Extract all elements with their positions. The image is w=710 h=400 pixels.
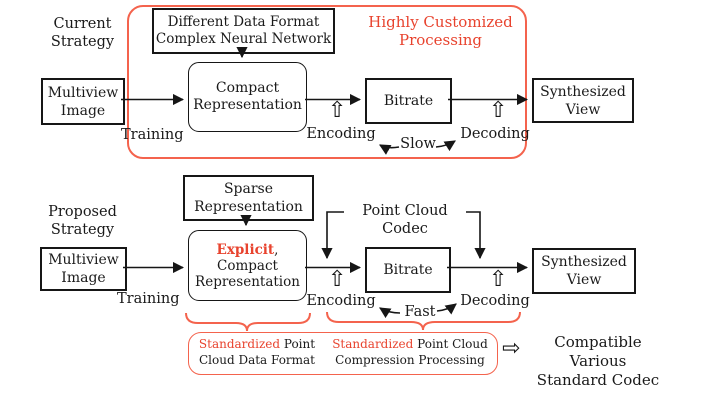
encoding-label-2: Encoding bbox=[306, 293, 376, 309]
current-strategy-container bbox=[127, 5, 527, 159]
standardized-notes-box bbox=[188, 332, 498, 375]
bitrate-box-2: Bitrate bbox=[365, 247, 451, 293]
encoding-up-arrow-icon: ⇧ bbox=[328, 98, 347, 123]
sparse-representation-box: Sparse Representation bbox=[183, 175, 314, 221]
standardized-compression-note: Standardized Point Cloud Compression Pro… bbox=[330, 337, 490, 368]
right-note-red-word: Standardized bbox=[332, 337, 414, 351]
compact-line1: Compact bbox=[215, 80, 280, 96]
sparse-line2: Representation bbox=[194, 199, 303, 215]
neural-network-line2: Complex Neural Network bbox=[155, 31, 332, 47]
highly-customized-label: Highly Customized Processing bbox=[368, 13, 513, 49]
sparse-line1: Sparse bbox=[223, 181, 274, 197]
explicit-line1: Explicit, bbox=[217, 242, 279, 258]
encoding-label: Encoding bbox=[306, 126, 376, 142]
neural-network-line1: Different Data Format bbox=[167, 14, 320, 30]
explicit-line3: Representation bbox=[195, 273, 300, 290]
left-note-line2: Cloud Data Format bbox=[198, 352, 316, 367]
compatible-codec-note: Compatible Various Standard Codec bbox=[524, 333, 672, 390]
explicit-word: Explicit bbox=[216, 241, 275, 258]
compatible-right-arrow-icon: ⇨ bbox=[502, 336, 521, 361]
bitrate-box: Bitrate bbox=[365, 78, 452, 124]
explicit-comma: , bbox=[274, 241, 279, 258]
explicit-compact-representation-box: Explicit, Compact Representation bbox=[188, 230, 307, 301]
proposed-strategy-label: Proposed Strategy bbox=[48, 204, 117, 238]
explicit-line2: Compact bbox=[217, 257, 278, 274]
training-label-2: Training bbox=[117, 291, 180, 307]
slow-label: Slow bbox=[400, 136, 436, 152]
decoding-up-arrow-icon: ⇧ bbox=[489, 98, 508, 123]
left-note-rest: Point bbox=[280, 337, 316, 351]
synthesized-view-box: Synthesized View bbox=[532, 78, 634, 123]
decoding-up-arrow-icon-2: ⇧ bbox=[489, 267, 508, 292]
fast-label: Fast bbox=[404, 304, 436, 320]
compat-line1: Compatible Various bbox=[554, 333, 642, 370]
decoding-label: Decoding bbox=[460, 126, 530, 142]
training-label: Training bbox=[121, 127, 184, 143]
standardized-data-format-note: Standardized Point Cloud Data Format bbox=[194, 337, 320, 368]
neural-network-box: Different Data Format Complex Neural Net… bbox=[152, 8, 335, 54]
multiview-image-box-2: Multiview Image bbox=[40, 247, 127, 291]
compat-line2: Standard Codec bbox=[536, 371, 660, 389]
current-strategy-label: Current Strategy bbox=[50, 16, 115, 50]
fast-arrow-left bbox=[379, 307, 401, 319]
brace-data-format bbox=[185, 312, 311, 332]
encoding-up-arrow-icon-2: ⇧ bbox=[328, 267, 347, 292]
right-note-rest: Point Cloud bbox=[413, 337, 488, 351]
multiview-image-box: Multiview Image bbox=[41, 78, 125, 125]
compact-representation-box: Compact Representation bbox=[188, 62, 307, 132]
synthesized-view-box-2: Synthesized View bbox=[532, 248, 636, 294]
left-note-red-word: Standardized bbox=[198, 337, 281, 351]
compact-line2: Representation bbox=[193, 97, 302, 113]
right-note-line2: Compression Processing bbox=[335, 352, 485, 367]
decoding-label-2: Decoding bbox=[460, 293, 530, 309]
point-cloud-codec-label: Point Cloud Codec bbox=[362, 203, 448, 237]
